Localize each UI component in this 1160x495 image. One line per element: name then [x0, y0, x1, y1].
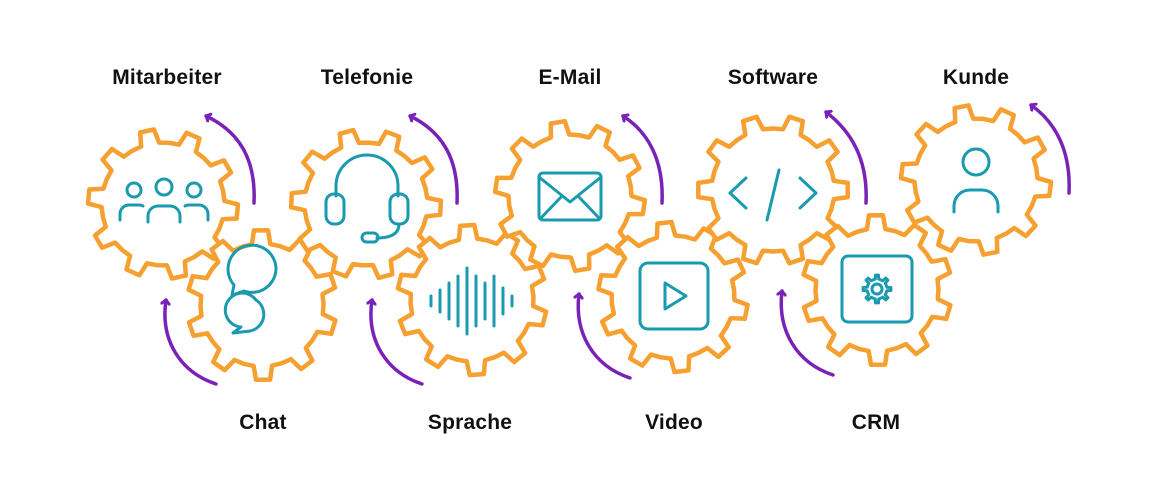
- label-kunde: Kunde: [942, 66, 1010, 89]
- arrow-software: [824, 112, 868, 205]
- gear-video: [596, 219, 750, 375]
- label-chat: Chat: [239, 411, 287, 434]
- arrow-kunde: [1029, 105, 1071, 195]
- label-video: Video: [645, 411, 703, 434]
- code-icon: [728, 168, 818, 222]
- label-crm: CRM: [851, 411, 901, 434]
- gear-settings-icon: [840, 254, 914, 324]
- label-email: E-Mail: [538, 66, 602, 89]
- envelope-icon: [537, 171, 603, 222]
- label-mitarbeiter: Mitarbeiter: [112, 66, 222, 89]
- label-software: Software: [727, 66, 819, 89]
- play-icon: [638, 261, 710, 331]
- gear-crm: [801, 212, 953, 368]
- arrow-mitarbeiter: [204, 116, 256, 205]
- arrow-video: [578, 292, 632, 380]
- people-icon: [118, 177, 210, 224]
- label-sprache: Sprache: [427, 411, 513, 434]
- gear-telefonie: [288, 127, 444, 281]
- gear-mitarbeiter: [85, 127, 241, 281]
- soundwave-icon: [429, 266, 514, 336]
- headset-icon: [324, 153, 410, 244]
- gear-kunde: [898, 103, 1054, 257]
- arrow-chat: [165, 298, 218, 386]
- gear-email: [492, 118, 648, 274]
- arrow-telefonie: [408, 116, 459, 205]
- chat-bubbles-icon: [223, 243, 278, 335]
- person-icon: [952, 147, 1000, 214]
- arrow-sprache: [371, 298, 424, 386]
- label-telefonie: Telefonie: [320, 66, 414, 89]
- gear-sprache: [395, 222, 549, 378]
- arrow-crm: [781, 289, 835, 377]
- arrow-email: [621, 116, 664, 205]
